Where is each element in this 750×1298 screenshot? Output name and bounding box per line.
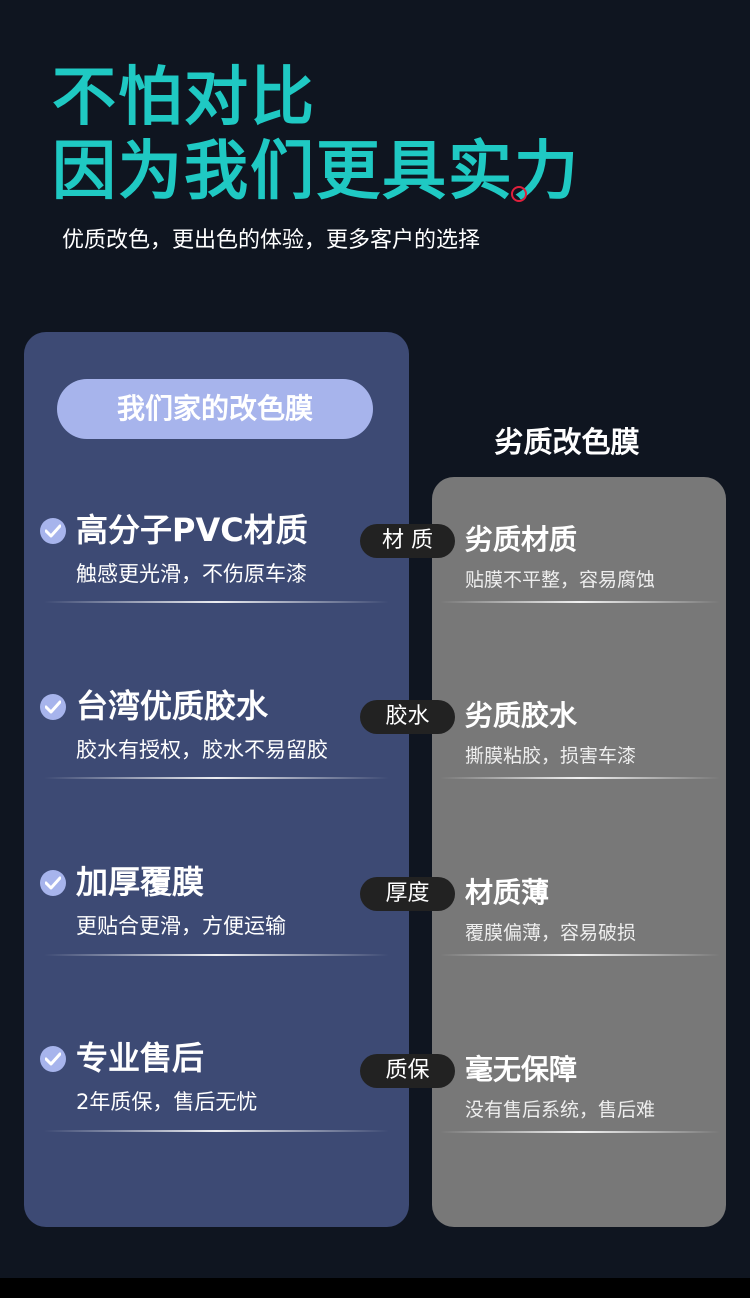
our-product-label: 我们家的改色膜 [57, 379, 373, 439]
good-item-material: 高分子PVC材质 触感更光滑，不伤原车漆 [40, 511, 380, 612]
good-item-desc: 胶水有授权，胶水不易留胶 [76, 738, 328, 762]
good-divider [44, 777, 389, 779]
headline-line2: 因为我们更具实力 [52, 135, 580, 209]
good-item-thickness: 加厚覆膜 更贴合更滑，方便运输 [40, 863, 380, 964]
category-pill-warranty: 质保 [360, 1054, 455, 1088]
bad-item-desc: 没有售后系统，售后难 [465, 1099, 656, 1121]
check-icon [40, 694, 66, 720]
bad-item-glue: 劣质胶水 撕膜粘胶，损害车漆 [465, 699, 720, 800]
bad-divider [440, 601, 720, 603]
bad-item-warranty: 毫无保障 没有售后系统，售后难 [465, 1053, 720, 1154]
our-product-card [24, 332, 409, 1227]
bad-divider [440, 1131, 720, 1133]
headline-line1: 不怕对比 [52, 61, 316, 135]
good-item-desc: 触感更光滑，不伤原车漆 [76, 562, 307, 586]
inferior-product-label: 劣质改色膜 [494, 425, 640, 459]
red-circle-mark [511, 186, 527, 202]
bad-item-desc: 覆膜偏薄，容易破损 [465, 922, 637, 944]
bad-divider [440, 777, 720, 779]
bad-item-title: 材质薄 [465, 876, 550, 909]
good-item-glue: 台湾优质胶水 胶水有授权，胶水不易留胶 [40, 687, 380, 788]
check-icon [40, 870, 66, 896]
good-divider [44, 1130, 389, 1132]
category-pill-glue: 胶水 [360, 700, 455, 734]
bad-item-desc: 撕膜粘胶，损害车漆 [465, 745, 637, 767]
good-divider [44, 954, 389, 956]
good-item-title: 加厚覆膜 [76, 863, 205, 901]
good-item-desc: 2年质保，售后无忧 [76, 1090, 258, 1114]
check-icon [40, 1046, 66, 1072]
good-item-warranty: 专业售后 2年质保，售后无忧 [40, 1039, 380, 1140]
check-icon [40, 518, 66, 544]
bad-divider [440, 954, 720, 956]
tagline: 优质改色，更出色的体验，更多客户的选择 [62, 228, 481, 253]
bad-item-material: 劣质材质 贴膜不平整，容易腐蚀 [465, 523, 720, 624]
bad-item-title: 毫无保障 [465, 1053, 578, 1086]
bad-item-thickness: 材质薄 覆膜偏薄，容易破损 [465, 876, 720, 977]
good-item-title: 高分子PVC材质 [76, 511, 308, 549]
good-divider [44, 601, 389, 603]
category-pill-material: 材 质 [360, 524, 455, 558]
bottom-bar [0, 1278, 750, 1298]
good-item-desc: 更贴合更滑，方便运输 [76, 914, 286, 938]
bad-item-desc: 贴膜不平整，容易腐蚀 [465, 569, 656, 591]
bad-item-title: 劣质材质 [465, 523, 578, 556]
good-item-title: 专业售后 [76, 1039, 205, 1077]
bad-item-title: 劣质胶水 [465, 699, 578, 732]
category-pill-thickness: 厚度 [360, 877, 455, 911]
good-item-title: 台湾优质胶水 [76, 687, 269, 725]
